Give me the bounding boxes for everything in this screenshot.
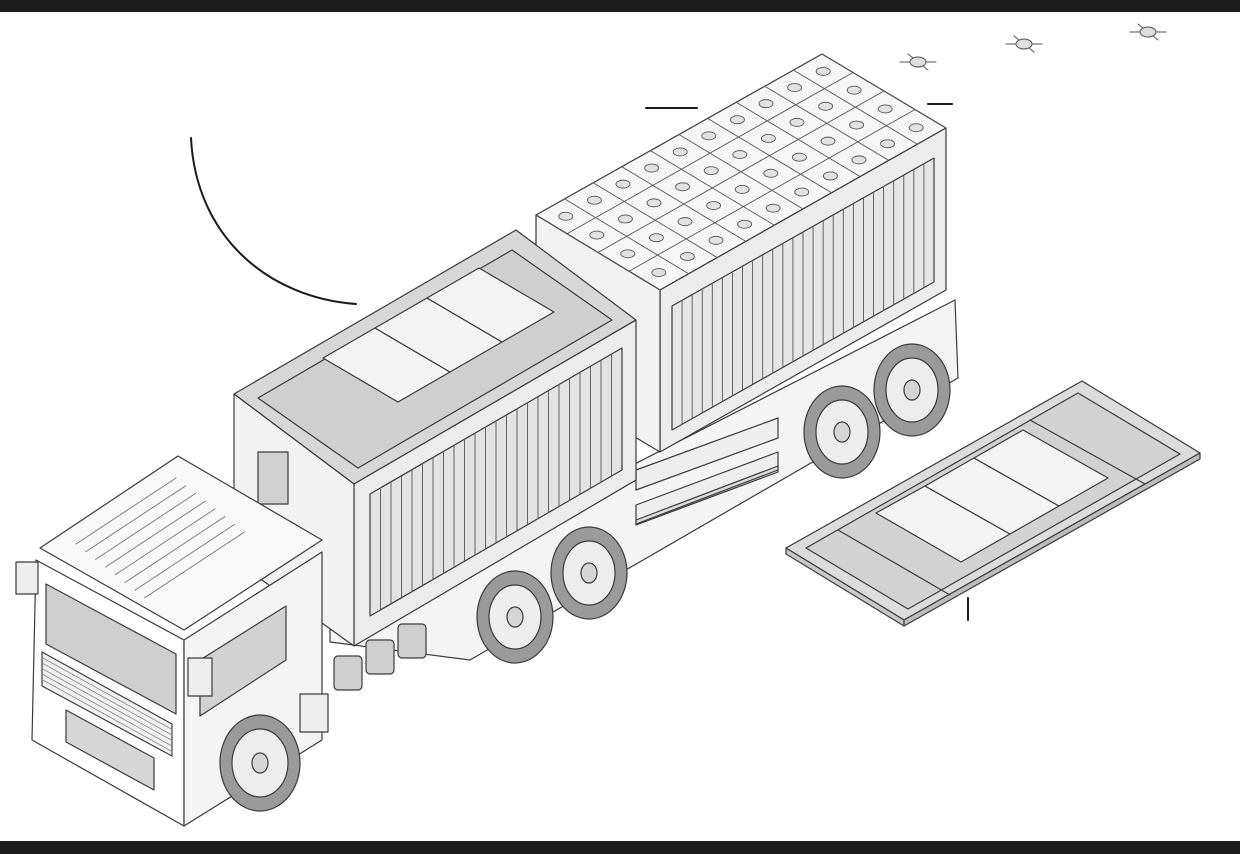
side-mirror (187, 657, 213, 697)
stored-drone (708, 235, 724, 245)
stored-drone (787, 83, 803, 92)
drone-bay-divider (628, 109, 916, 272)
stored-drone (651, 268, 667, 278)
stored-drone (620, 249, 636, 259)
stored-drone (734, 184, 750, 194)
stored-drone (789, 117, 805, 127)
flying-drone (1129, 23, 1167, 41)
cooling-unit-roof-leader (190, 137, 357, 305)
roof-groove (95, 492, 197, 560)
roof-groove (85, 485, 187, 553)
stored-drone (737, 219, 753, 229)
stored-drone (880, 139, 896, 149)
stored-drone (644, 163, 660, 173)
stored-drone (818, 101, 834, 111)
stored-drone (706, 201, 722, 210)
stored-drone (820, 136, 836, 146)
front-wheel (219, 714, 301, 812)
stored-drone (729, 115, 745, 125)
stored-drone (763, 168, 779, 178)
truck-chassis (329, 299, 959, 691)
drone-container (535, 53, 953, 453)
stored-drone (558, 211, 574, 221)
middle-wheel (476, 570, 554, 664)
stored-drone (646, 198, 662, 208)
cab-step (299, 693, 329, 733)
front-bumper-recess (65, 709, 155, 791)
rear-wheel (803, 385, 881, 479)
roof-groove (134, 523, 236, 591)
stored-drone (846, 85, 862, 95)
stored-drone (679, 252, 695, 261)
stored-drone (732, 150, 748, 160)
grille-slat (41, 662, 173, 736)
stored-drone (877, 104, 893, 114)
solar-panel-ground-mat (785, 380, 1201, 627)
grille-slat (41, 657, 173, 730)
stored-drone (815, 66, 831, 76)
roof-groove (114, 508, 216, 576)
stored-drone (672, 147, 688, 157)
roof-groove (75, 477, 177, 545)
container-door (257, 451, 289, 505)
stored-drone (794, 187, 810, 197)
side-window (199, 605, 287, 717)
stored-drone (677, 217, 693, 227)
drone-bay-divider (566, 72, 854, 235)
stored-drone (586, 195, 602, 205)
stored-drone (615, 179, 631, 189)
solar-roof-container (233, 229, 637, 647)
stored-drone (822, 171, 838, 181)
roof-groove (124, 516, 226, 583)
solar-mat-panel (875, 429, 1109, 563)
roof-groove (104, 500, 206, 568)
stored-drone (765, 203, 781, 213)
top-frame-bar (0, 0, 1240, 12)
grille-slat (41, 673, 173, 747)
stored-drone (648, 233, 664, 243)
windshield (45, 583, 177, 715)
drone-bay-divider (597, 90, 885, 253)
flying-drone (899, 53, 937, 71)
roof-groove (144, 531, 246, 599)
stored-drone (791, 152, 807, 162)
flying-drone (1005, 35, 1043, 53)
middle-wheel (550, 526, 628, 620)
stored-drone (617, 214, 633, 224)
stored-drone (703, 166, 719, 176)
stored-drone (908, 123, 924, 133)
bottom-frame-bar (0, 841, 1240, 854)
grille-slat (41, 679, 173, 752)
stored-drone (701, 131, 717, 141)
stored-drone (758, 99, 774, 109)
rear-wheel (873, 343, 951, 437)
front-grille (41, 651, 173, 757)
stored-drone (675, 182, 691, 192)
stored-drone (851, 155, 867, 165)
stored-drone (760, 134, 776, 143)
grille-slat (41, 668, 173, 741)
fuel-tank-block (333, 623, 427, 691)
stored-drone (589, 230, 605, 240)
stored-drone (849, 120, 865, 130)
side-mirror (15, 561, 39, 595)
